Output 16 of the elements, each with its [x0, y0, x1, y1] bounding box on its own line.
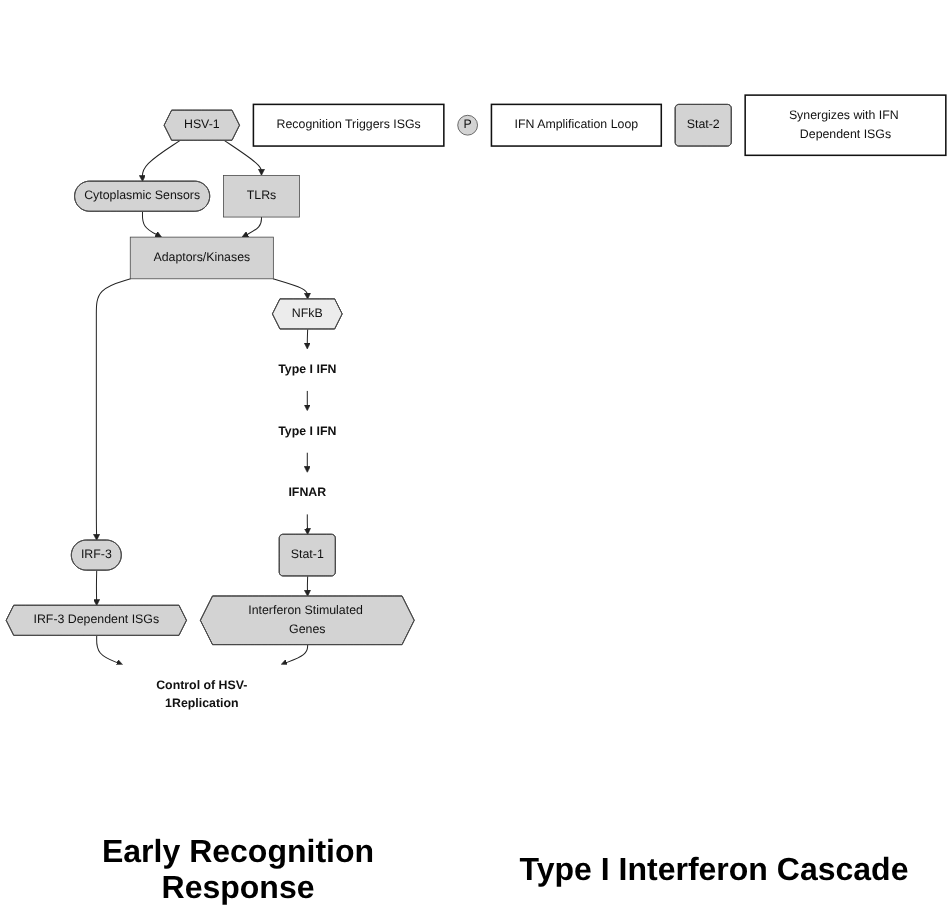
arrow — [96, 635, 123, 666]
arrow — [303, 451, 311, 473]
arrow — [139, 140, 181, 182]
arrow — [272, 278, 311, 300]
arrow — [304, 575, 311, 597]
arrow — [304, 513, 311, 535]
arrow — [241, 216, 262, 238]
section-heading: Early Recognition Response — [99, 836, 377, 908]
arrow — [224, 140, 265, 176]
arrow — [303, 390, 311, 412]
arrow — [280, 644, 309, 666]
arrow — [93, 570, 100, 606]
arrow — [303, 328, 311, 350]
section-heading: Type I Interferon Cascade — [517, 854, 911, 890]
arrow — [141, 211, 162, 238]
arrow — [93, 278, 132, 541]
